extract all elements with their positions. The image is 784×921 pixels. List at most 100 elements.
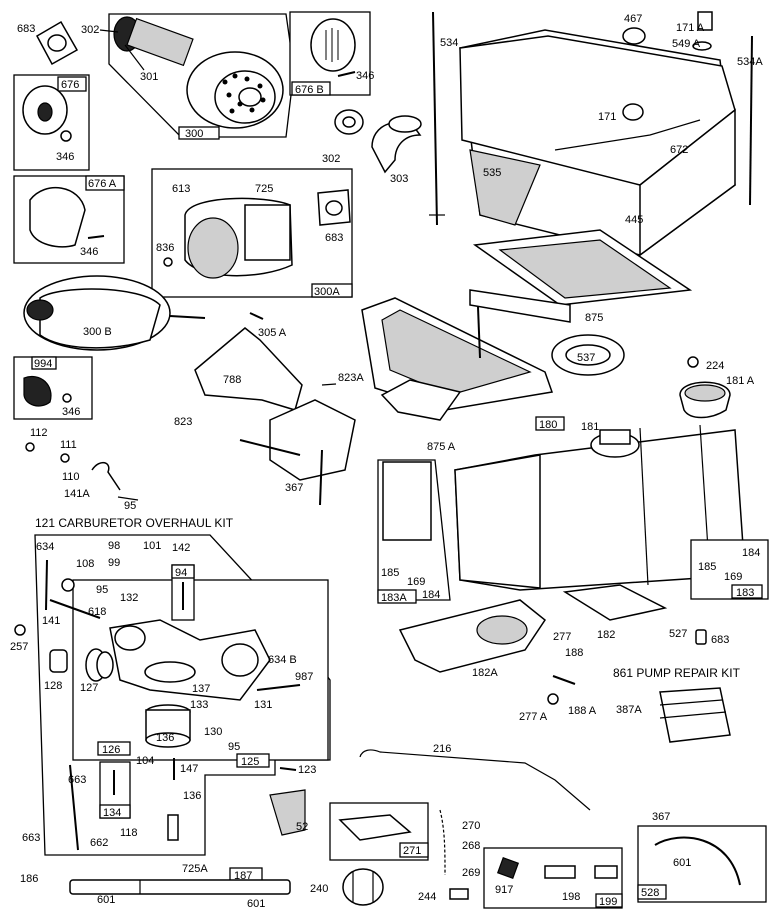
callout-181: 181: [581, 421, 599, 433]
callout-445: 445: [625, 214, 643, 226]
callout-303: 303: [390, 173, 408, 185]
box-676: 676 346: [13, 74, 90, 171]
callout-823a: 823A: [338, 372, 364, 384]
callout-52: 52: [296, 821, 308, 833]
callout-136: 136: [156, 732, 174, 744]
callout-683: 683: [325, 232, 343, 244]
callout-305a: 305 A: [258, 327, 287, 339]
callout-137: 137: [192, 683, 210, 695]
carburetor-kit-title: 121 CARBURETOR OVERHAUL KIT: [35, 516, 234, 530]
box-label-187: 187: [234, 870, 252, 882]
callout-95: 95: [96, 584, 108, 596]
callout-95: 95: [124, 500, 136, 512]
callout-601: 601: [247, 898, 265, 910]
callout-300b: 300 B: [83, 326, 112, 338]
callout-216: 216: [433, 743, 451, 755]
callout-224: 224: [706, 360, 724, 372]
box-676b: 676 B 346: [289, 11, 374, 96]
callout-823: 823: [174, 416, 192, 428]
gasket-683: [35, 20, 79, 66]
box-label-300: 300: [185, 128, 203, 140]
governor-367: [239, 399, 356, 506]
callout-683: 683: [711, 634, 729, 646]
box-271: 271: [329, 802, 429, 861]
callout-110: 110: [62, 471, 80, 483]
carburetor-body: [14, 559, 301, 748]
callout-987: 987: [295, 671, 313, 683]
callout-725: 725: [255, 183, 273, 195]
callout-270: 270: [462, 820, 480, 832]
callout-302: 302: [81, 24, 99, 36]
callout-112: 112: [30, 427, 48, 439]
callout-367: 367: [652, 811, 670, 823]
callout-141: 141: [42, 615, 60, 627]
box-676a: 676 A 346: [13, 175, 125, 264]
callout-634b: 634 B: [268, 654, 297, 666]
callout-346: 346: [56, 151, 74, 163]
callout-346: 346: [356, 70, 374, 82]
callout-184: 184: [422, 589, 440, 601]
callout-136: 136: [183, 790, 201, 802]
callout-188a: 188 A: [568, 705, 597, 717]
box-187: 187: [229, 867, 263, 883]
callout-171: 171: [598, 111, 616, 123]
callout-535: 535: [483, 167, 501, 179]
box-label-94: 94: [175, 567, 187, 579]
callout-301: 301: [140, 71, 158, 83]
callout-725a: 725A: [182, 863, 208, 875]
callout-95: 95: [228, 741, 240, 753]
callout-171a: 171 A: [676, 22, 705, 34]
callout-127: 127: [80, 682, 98, 694]
callout-601: 601: [673, 857, 691, 869]
callout-527: 527: [669, 628, 687, 640]
callout-634: 634: [36, 541, 54, 553]
bracket-788: [194, 327, 303, 411]
callout-549a: 549 A: [672, 38, 701, 50]
box-label-528: 528: [641, 887, 659, 899]
seal-537: [551, 334, 625, 376]
box-label-125: 125: [241, 756, 259, 768]
callout-346: 346: [62, 406, 80, 418]
callout-875a: 875 A: [427, 441, 456, 453]
callout-277: 277: [553, 631, 571, 643]
air-baffle-875: [469, 229, 693, 323]
callout-185: 185: [381, 567, 399, 579]
callout-601: 601: [97, 894, 115, 906]
box-199: 199: [483, 847, 623, 909]
callout-185: 185: [698, 561, 716, 573]
callout-99: 99: [108, 557, 120, 569]
callout-917: 917: [495, 884, 513, 896]
box-label-300a: 300A: [314, 286, 340, 298]
box-label-676: 676: [61, 79, 79, 91]
callout-537: 537: [577, 352, 595, 364]
callout-836: 836: [156, 242, 174, 254]
exhaust-elbow-303: [334, 109, 422, 174]
shield-182a: [398, 584, 668, 673]
box-label-199: 199: [599, 896, 617, 908]
callout-123: 123: [298, 764, 316, 776]
callout-133: 133: [190, 699, 208, 711]
box-label-183: 183: [736, 587, 754, 599]
callout-534a: 534A: [737, 56, 763, 68]
callout-387a: 387A: [616, 704, 642, 716]
box-528: 528: [637, 825, 767, 903]
callout-240: 240: [310, 883, 328, 895]
rod-216: [359, 749, 591, 811]
callout-118: 118: [120, 827, 138, 839]
callout-130: 130: [204, 726, 222, 738]
callout-131: 131: [254, 699, 272, 711]
callout-875: 875: [585, 312, 603, 324]
fuel-cap-181a: [679, 356, 731, 419]
callout-244: 244: [418, 891, 436, 903]
callout-104: 104: [136, 755, 154, 767]
box-label-180: 180: [539, 419, 557, 431]
muffler-assembly-300: 300: [108, 13, 295, 140]
fuel-pump-387a: [659, 687, 731, 743]
callout-269: 269: [462, 867, 480, 879]
box-183: 183: [690, 539, 769, 600]
gasket-52: [269, 789, 306, 836]
callout-188: 188: [565, 647, 583, 659]
callout-788: 788: [223, 374, 241, 386]
callout-277a: 277 A: [519, 711, 548, 723]
